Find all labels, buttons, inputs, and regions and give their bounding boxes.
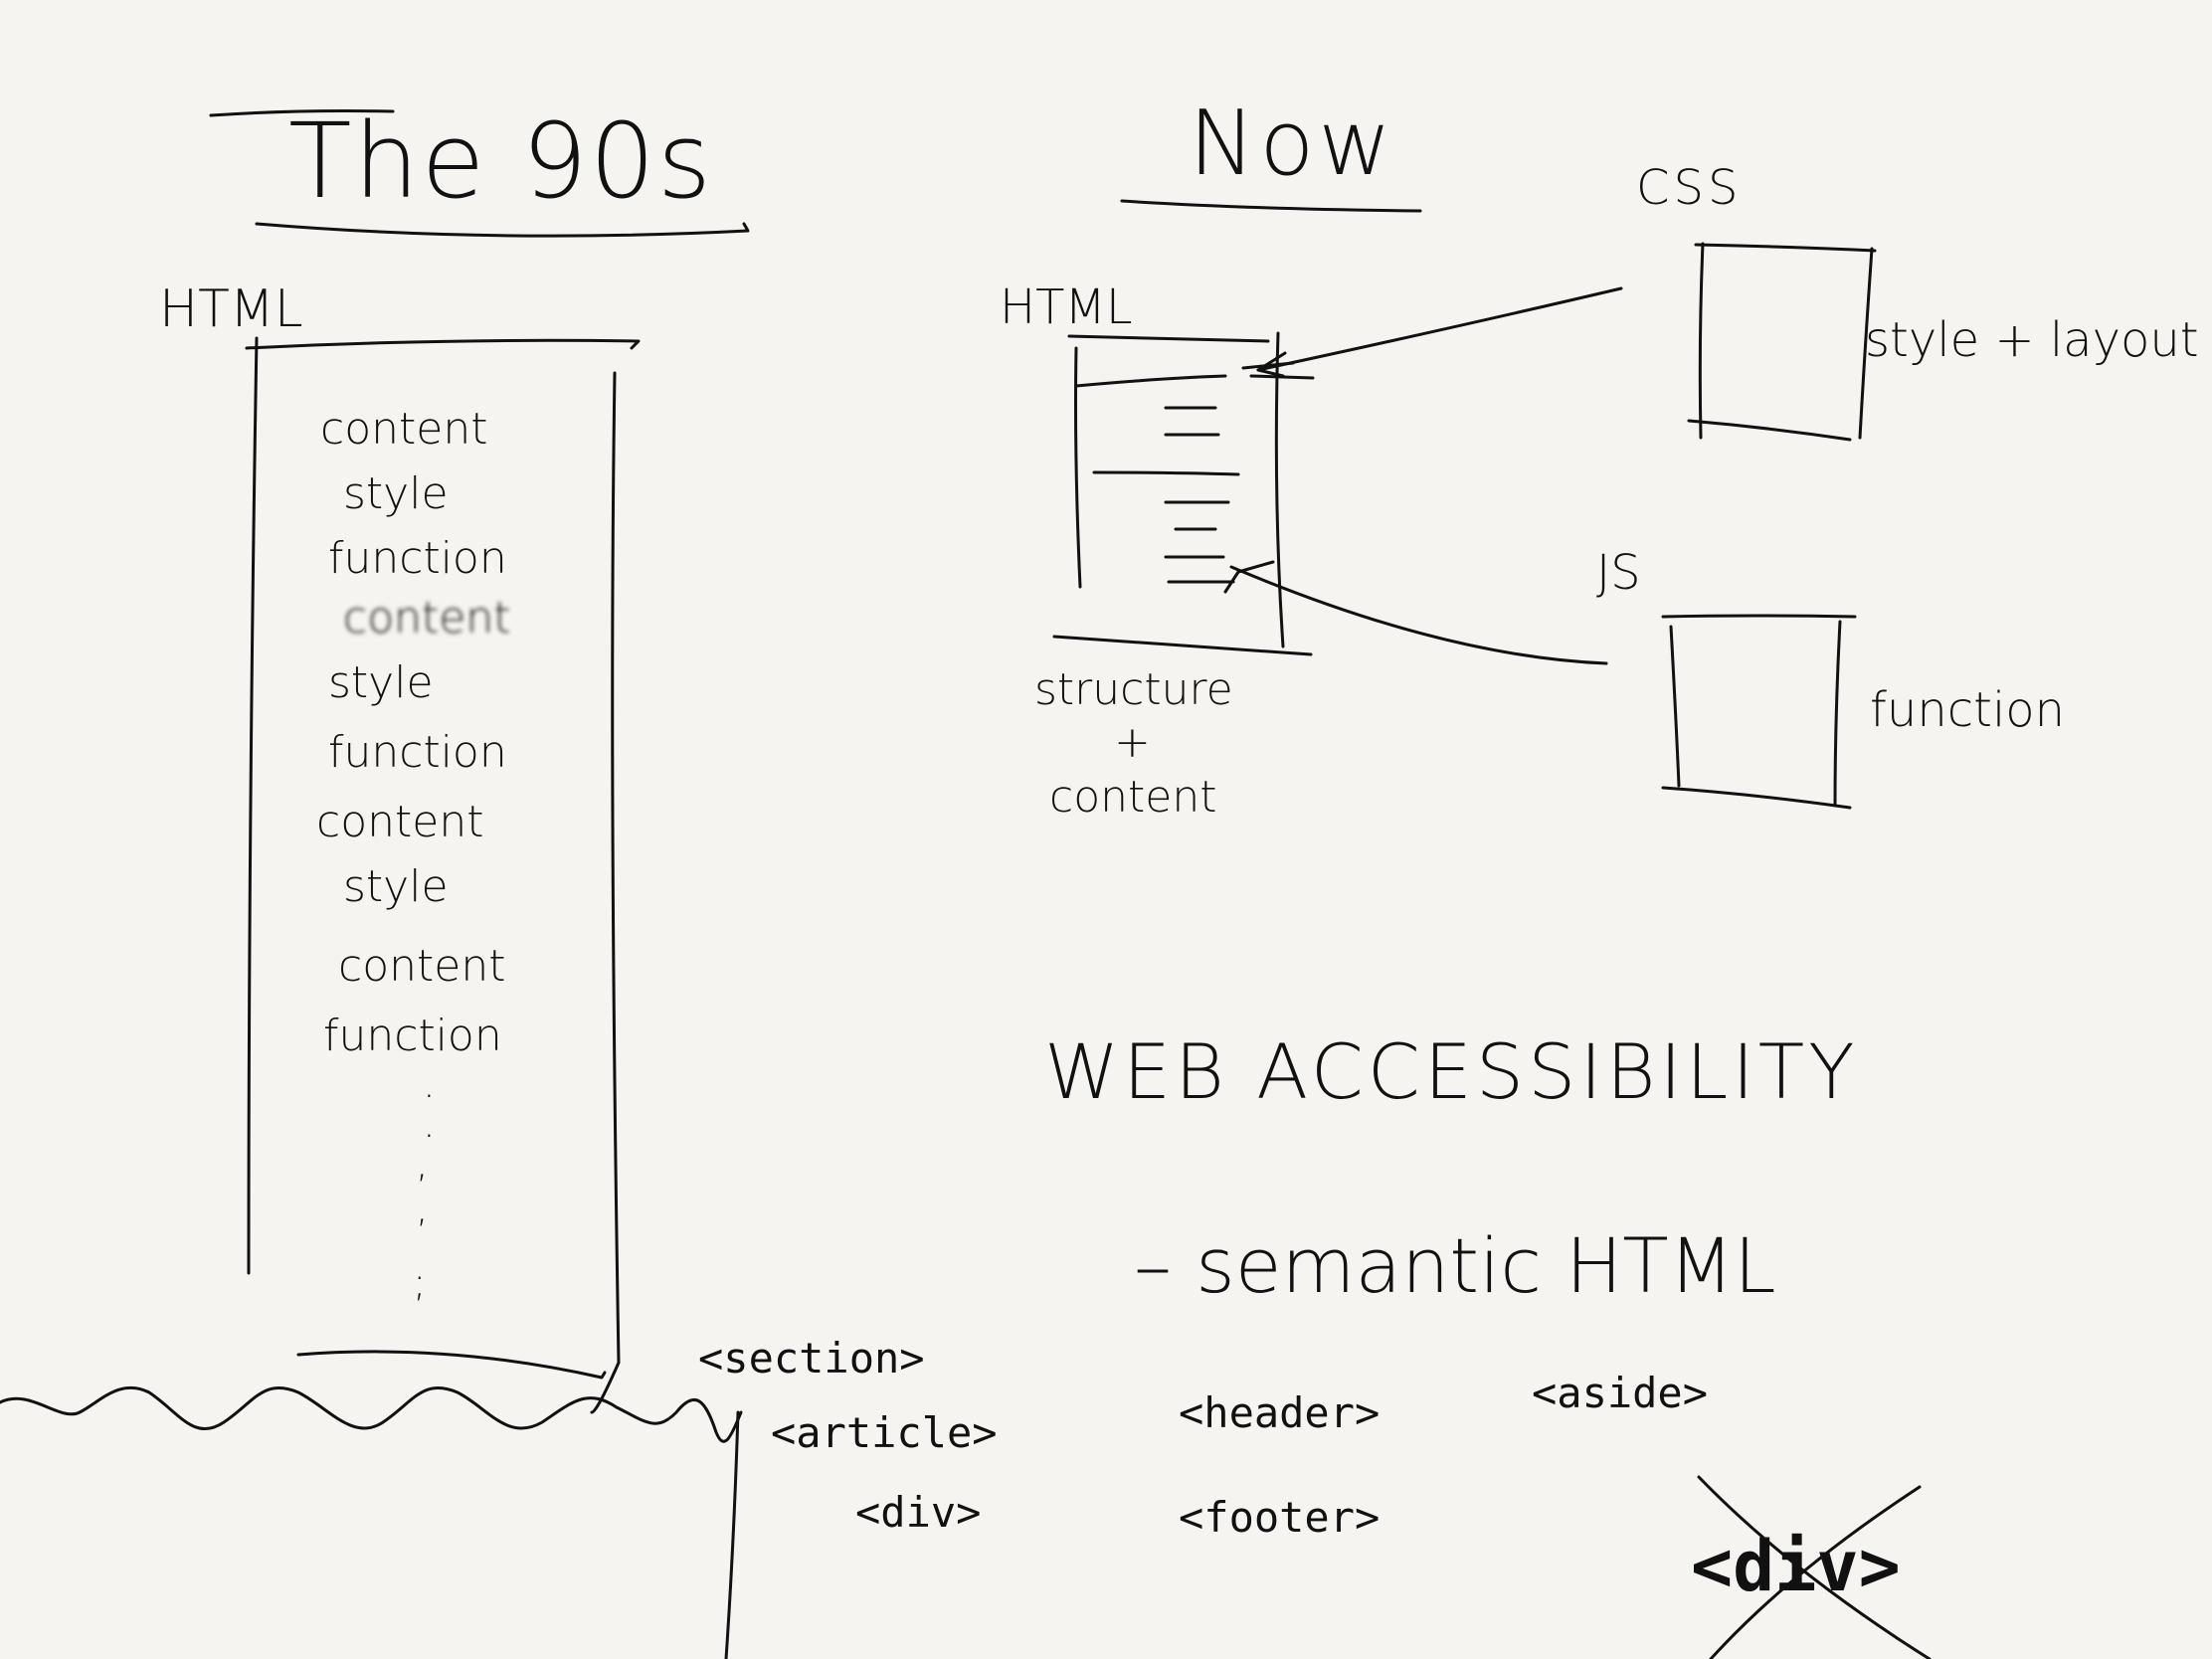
html-90s-box-top [245,338,641,350]
css-box-top [1694,243,1877,253]
tag-aside: <aside> [1532,1369,1709,1417]
tag-div-crossed: <div> [1691,1526,1901,1607]
list-item: style [328,657,434,708]
dot: , [416,1141,429,1187]
dot: , [416,1186,429,1231]
tag-section: <section> [698,1334,925,1382]
list-item: style [343,468,449,519]
cross-line-2 [1709,1485,1922,1659]
css-caption: style + layout [1865,312,2199,368]
cross-line-1 [1697,1475,1932,1659]
list-item: function [328,533,507,584]
title-now-underline [1120,199,1422,213]
html-now-line-1 [1074,374,1227,388]
accessibility-heading: WEB ACCESSIBILITY [1044,1027,1859,1116]
html-now-doc-left [1074,346,1082,589]
title-now: Now [1189,92,1395,196]
html-now-caption-1: structure [1034,664,1233,715]
title-90s-underline [255,222,750,238]
js-box-top [1661,614,1857,619]
html-now-label: HTML [1000,279,1133,335]
down-line [724,1410,740,1659]
css-box-right [1858,247,1874,440]
dot: . [423,1061,436,1107]
html-90s-box-left [247,336,259,1275]
tag-footer: <footer> [1179,1493,1381,1542]
title-90s: The 90s [288,100,714,222]
list-item: content [343,593,511,644]
accessibility-subheading: – semantic HTML [1134,1221,1776,1310]
html-now-caption-2: + [1114,717,1151,768]
list-item: content [316,797,484,847]
css-connector [1256,286,1623,372]
list-item: style [343,861,449,912]
html-90s-label: HTML [159,279,303,339]
css-label: CSS [1636,160,1743,216]
list-item: function [328,727,507,778]
tag-article: <article> [771,1408,998,1457]
dot: . [423,1101,436,1147]
list-item: content [338,941,506,992]
list-item: function [323,1011,502,1061]
tag-header: <header> [1179,1388,1381,1437]
list-item: content [320,404,488,455]
wavy-line [0,1385,743,1443]
tag-div: <div> [855,1488,982,1537]
js-box-left [1669,625,1681,788]
js-box-bottom [1661,786,1852,810]
dot: ; [413,1260,427,1306]
js-caption: function [1870,682,2066,738]
js-label: JS [1596,545,1641,601]
css-box-left [1698,242,1705,440]
js-connector [1229,565,1608,665]
js-box-right [1833,620,1842,808]
css-box-bottom [1687,419,1852,442]
html-now-doc-bottom [1052,635,1313,656]
title-90s-overline [209,109,395,117]
html-90s-box-right [590,371,621,1414]
html-now-doc-top [1067,334,1270,343]
html-now-caption-3: content [1049,772,1217,823]
html-now-doc-right [1274,331,1285,648]
html-90s-box-bottom [296,1350,607,1380]
